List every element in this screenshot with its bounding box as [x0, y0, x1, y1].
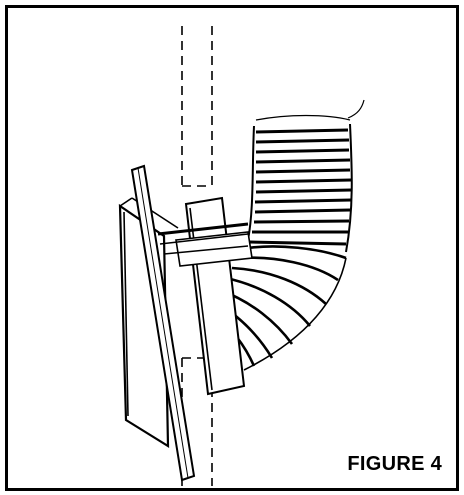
- figure-frame: FIGURE 4: [5, 5, 459, 491]
- wall-plate: [130, 164, 196, 482]
- figure-caption: FIGURE 4: [347, 453, 442, 475]
- installation-illustration: [118, 26, 365, 486]
- duct-collar: [157, 196, 253, 396]
- flexible-duct-vertical: [247, 99, 365, 253]
